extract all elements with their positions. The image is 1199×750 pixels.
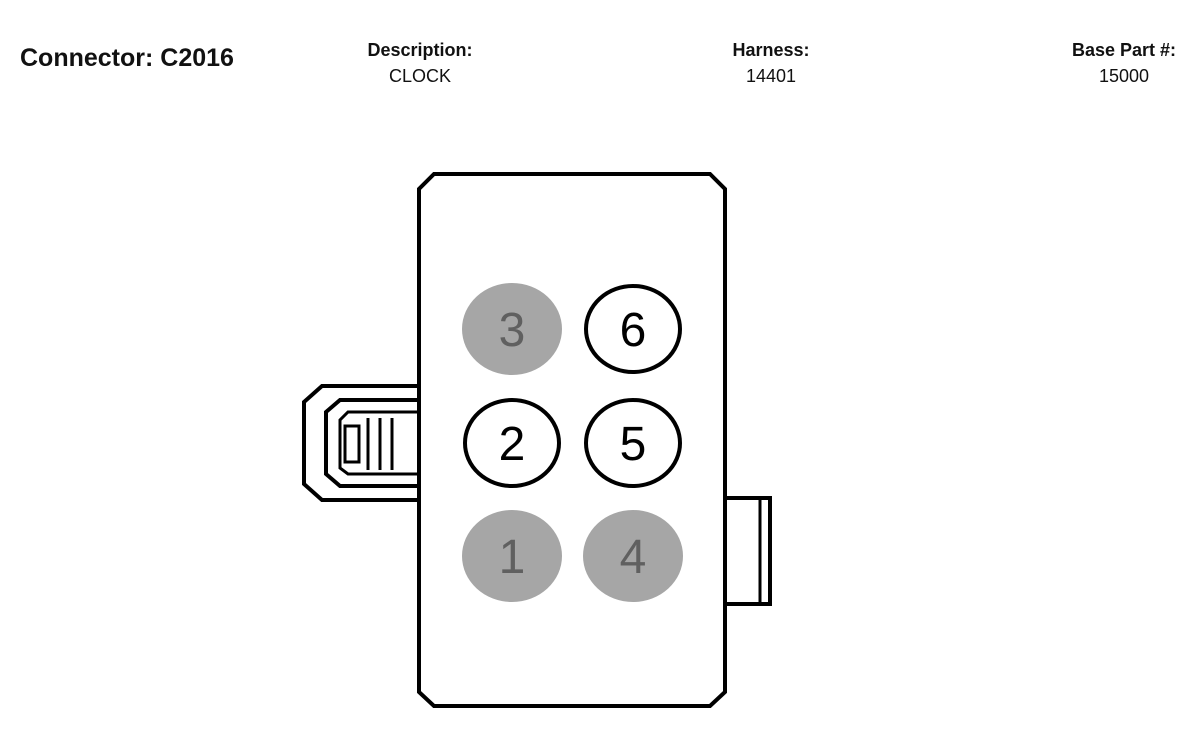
description-field: Description: CLOCK	[330, 38, 510, 90]
connector-tab-right	[724, 496, 772, 606]
pin-number-label: 2	[499, 418, 526, 471]
pin-5: 5	[584, 398, 682, 488]
pin-cavity	[463, 398, 561, 488]
base-part-value: 15000	[1098, 66, 1150, 86]
pin-cavity	[584, 398, 682, 488]
harness-value: 14401	[745, 66, 797, 86]
pin-4: 4	[583, 510, 683, 602]
description-value: CLOCK	[388, 66, 451, 86]
pin-cavity	[462, 510, 562, 602]
pin-number-label: 1	[499, 531, 526, 584]
pin-2: 2	[463, 398, 561, 488]
connector-title: Connector: C2016	[20, 44, 234, 72]
description-label: Description:	[367, 40, 473, 60]
harness-label: Harness:	[732, 40, 810, 60]
pin-number-label: 5	[620, 418, 647, 471]
pin-cavity	[584, 284, 682, 374]
pin-number-label: 3	[499, 304, 526, 357]
pin-6: 6	[584, 284, 682, 374]
pin-3: 3	[462, 283, 562, 375]
pin-cavity	[462, 283, 562, 375]
harness-field: Harness: 14401	[681, 38, 861, 90]
base-part-label: Base Part #:	[1071, 40, 1177, 60]
pin-number-label: 6	[620, 304, 647, 357]
base-part-field: Base Part #: 15000	[1034, 38, 1199, 90]
pin-1: 1	[462, 510, 562, 602]
pin-cavities: 3 6 2 5 1 4	[462, 283, 683, 602]
pin-number-label: 4	[620, 531, 647, 584]
connector-latch-left	[302, 384, 420, 502]
pin-cavity	[583, 510, 683, 602]
